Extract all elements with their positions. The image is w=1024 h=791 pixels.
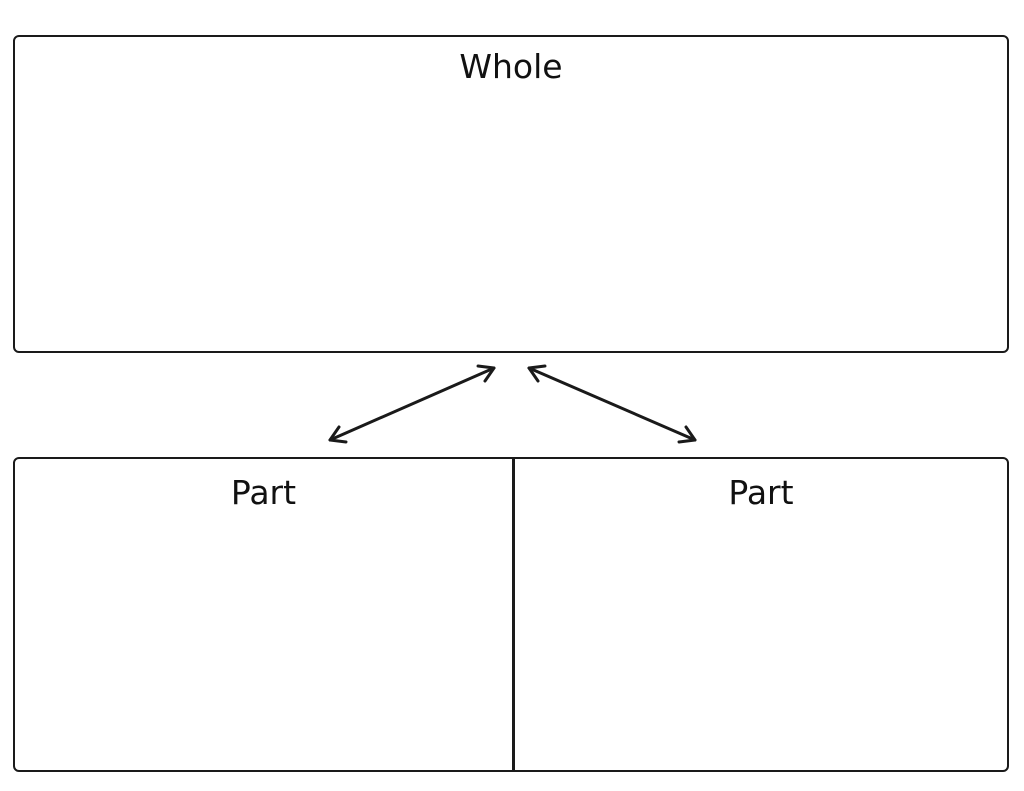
right-double-arrow — [527, 364, 697, 444]
part-label-right: Part — [728, 473, 794, 512]
parts-divider — [512, 459, 515, 770]
left-double-arrow — [328, 364, 496, 444]
whole-label: Whole — [459, 47, 563, 86]
parts-box: Part Part — [13, 457, 1009, 772]
whole-box: Whole — [13, 35, 1009, 353]
part-label-left: Part — [230, 473, 297, 512]
